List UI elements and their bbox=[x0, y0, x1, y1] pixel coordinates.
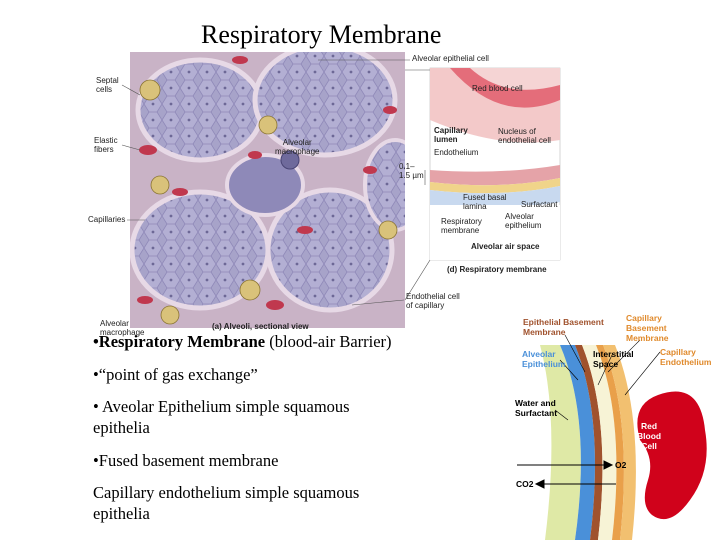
bullet-respiratory-membrane: •Respiratory Membrane (blood-air Barrier… bbox=[93, 331, 392, 352]
alveolar-epithelium-layer bbox=[560, 345, 595, 540]
label-alveolar-epithelial-cell: Alveolar epithelial cell bbox=[412, 54, 489, 63]
label-capillary-endothelium-right: Capillary Endothelium bbox=[660, 347, 712, 367]
label-alveolar-macrophage-center: Alveolar macrophage bbox=[275, 138, 320, 156]
label-surfactant: Surfactant bbox=[521, 200, 558, 209]
label-elastic-fibers: Elastic fibers bbox=[94, 136, 118, 154]
label-o2: O2 bbox=[615, 460, 627, 470]
epithelial-basement-layer bbox=[575, 345, 603, 540]
bullet-fused-basement: •Fused basement membrane bbox=[93, 451, 279, 470]
label-endothelial-cell: Endothelial cell of capillary bbox=[406, 292, 460, 310]
label-capillaries: Capillaries bbox=[88, 215, 126, 224]
bullet-gas-exchange: •“point of gas exchange” bbox=[93, 365, 258, 384]
label-endothelium: Endothelium bbox=[434, 148, 479, 157]
bullet-capillary-endothelium: Capillary endothelium simple squamous ep… bbox=[93, 483, 360, 523]
red-blood-cell-shape bbox=[637, 391, 707, 520]
label-water-surfactant: Water and Surfactant bbox=[515, 398, 558, 418]
label-alveolar-epithelium-right: Alveolar Epithelium bbox=[522, 349, 566, 369]
label-capillary-lumen: Capillary lumen bbox=[434, 126, 468, 144]
capillary-endothelium-layer bbox=[603, 345, 636, 540]
surfactant-layer bbox=[540, 345, 581, 540]
label-red-blood-cell-right: Red Blood Cell bbox=[637, 421, 662, 451]
caption-d: (d) Respiratory membrane bbox=[447, 265, 547, 274]
interstitial-layer bbox=[582, 345, 617, 540]
label-respiratory-membrane-inset: Respiratory membrane bbox=[441, 217, 482, 235]
label-nucleus-endothelial: Nucleus of endothelial cell bbox=[498, 127, 551, 145]
label-red-blood-cell-inset: Red blood cell bbox=[472, 84, 523, 93]
label-alveolar-air-space: Alveolar air space bbox=[471, 242, 540, 251]
slide-title: Respiratory Membrane bbox=[201, 20, 442, 49]
label-capillary-basement: Capillary Basement Membrane bbox=[626, 313, 669, 343]
label-alveolar-epithelium-inset: Alveolar epithelium bbox=[505, 212, 542, 230]
label-thickness: 0.1– 1.5 µm bbox=[399, 162, 424, 180]
label-interstitial-space: Interstitial Space bbox=[593, 349, 634, 369]
label-alveolar-macrophage-bottom: Alveolar macrophage bbox=[100, 319, 145, 337]
label-septal-cells: Septal cells bbox=[96, 76, 119, 94]
capillary-basement-layer bbox=[596, 345, 624, 540]
bullet-aveolar-epithelium: • Aveolar Epithelium simple squamous epi… bbox=[93, 397, 350, 437]
label-epithelial-basement: Epithelial Basement Membrane bbox=[523, 317, 604, 337]
bullet-rest-text: (blood-air Barrier) bbox=[265, 332, 392, 351]
label-fused-basal-lamina: Fused basal lamina bbox=[463, 193, 507, 211]
caption-a: (a) Alveoli, sectional view bbox=[212, 322, 309, 331]
label-co2: CO2 bbox=[516, 479, 534, 489]
bullet-bold-text: •Respiratory Membrane bbox=[93, 332, 266, 351]
